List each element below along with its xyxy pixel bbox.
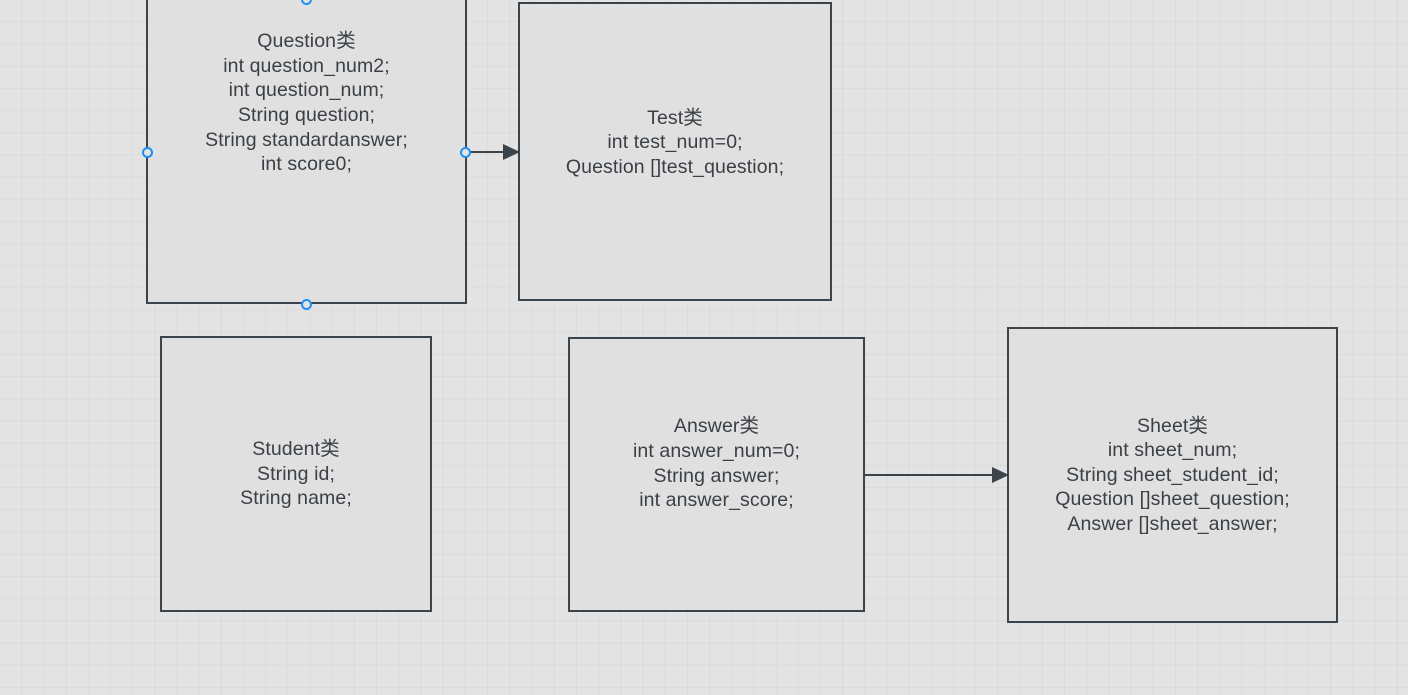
class-box-test[interactable]: Test类 int test_num=0; Question []test_qu… — [518, 2, 832, 301]
class-box-sheet[interactable]: Sheet类 int sheet_num; String sheet_stude… — [1007, 327, 1338, 623]
resize-handle-left-center[interactable] — [142, 147, 153, 158]
class-box-answer[interactable]: Answer类 int answer_num=0; String answer;… — [568, 337, 865, 612]
resize-handle-right-center[interactable] — [460, 147, 471, 158]
connector-line — [864, 474, 995, 476]
resize-handle-top-center[interactable] — [301, 0, 312, 5]
class-box-student[interactable]: Student类 String id; String name; — [160, 336, 432, 612]
class-box-test-text: Test类 int test_num=0; Question []test_qu… — [565, 106, 785, 178]
connector-question-to-test[interactable] — [466, 144, 520, 160]
connector-line — [466, 151, 506, 153]
class-box-question-text: Question类 int question_num2; int questio… — [205, 30, 408, 176]
class-box-student-text: Student类 String id; String name; — [240, 438, 352, 510]
resize-handle-bottom-center[interactable] — [301, 299, 312, 310]
class-box-answer-text: Answer类 int answer_num=0; String answer;… — [632, 415, 800, 512]
class-box-sheet-text: Sheet类 int sheet_num; String sheet_stude… — [1055, 414, 1290, 535]
connector-answer-to-sheet[interactable] — [864, 467, 1009, 483]
class-box-question[interactable]: Question类 int question_num2; int questio… — [146, 0, 467, 304]
